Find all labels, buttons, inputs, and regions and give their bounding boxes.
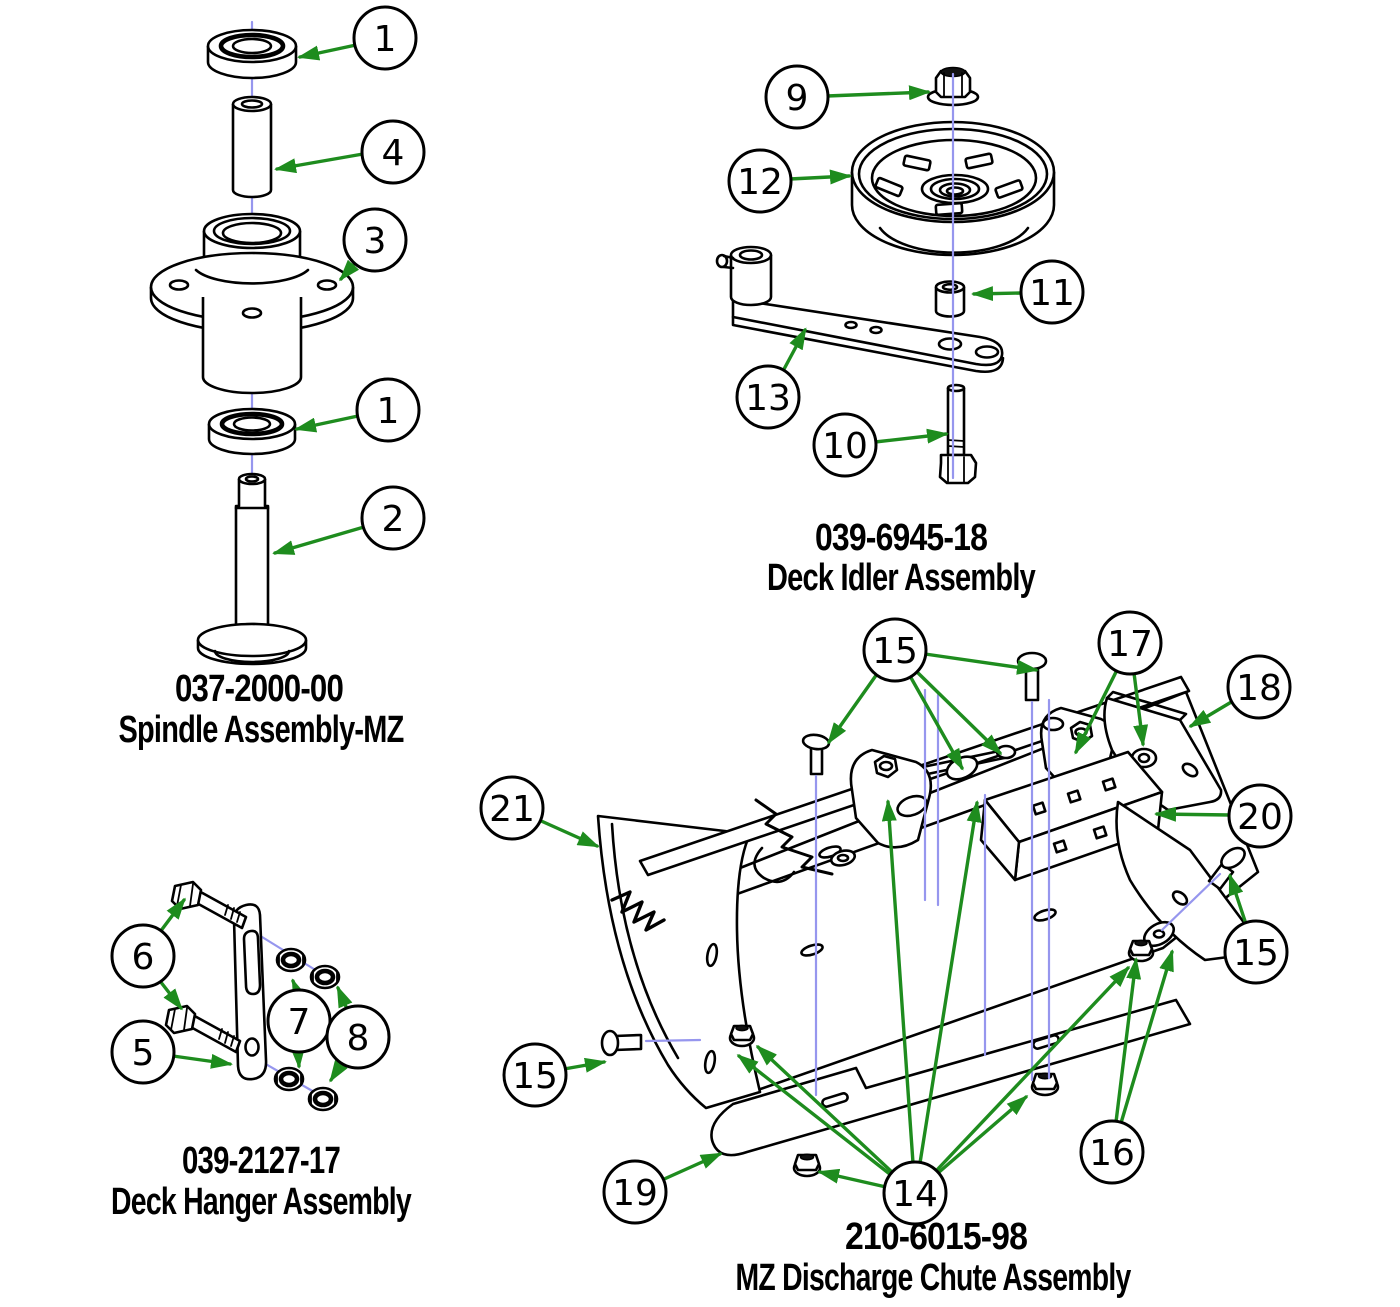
svg-text:15: 15 bbox=[1233, 933, 1279, 974]
callout-12: 12 bbox=[727, 148, 793, 214]
callout-14: 14 bbox=[882, 1160, 948, 1226]
idler-part-number: 039-6945-18 bbox=[815, 517, 987, 559]
deck-hanger-figure: 6 5 7 8 039-2127-17 Deck Hanger Assembly bbox=[110, 880, 413, 1223]
svg-text:15: 15 bbox=[512, 1056, 558, 1097]
hanger-bolt-bottom-drawing bbox=[164, 1004, 242, 1054]
hanger-arrows bbox=[158, 897, 353, 1083]
spindle-part-number: 037-2000-00 bbox=[175, 668, 343, 710]
spring-coil bbox=[610, 890, 666, 932]
callout-3: 3 bbox=[342, 207, 408, 273]
callout-2: 2 bbox=[360, 485, 426, 551]
svg-text:16: 16 bbox=[1089, 1133, 1135, 1174]
svg-text:2: 2 bbox=[382, 499, 405, 540]
svg-text:11: 11 bbox=[1029, 273, 1075, 314]
carriage-bolt-top bbox=[1016, 651, 1048, 702]
washer-16 bbox=[1142, 920, 1176, 948]
callout-15-right: 15 bbox=[1223, 919, 1289, 985]
spindle-assembly-figure: 1 4 3 1 2 037-2000-00 Spindle Assembly-M… bbox=[119, 5, 426, 751]
idler-part-name: Deck Idler Assembly bbox=[767, 557, 1036, 599]
callout-19: 19 bbox=[602, 1159, 668, 1225]
chute-part-number: 210-6015-98 bbox=[845, 1216, 1027, 1258]
svg-text:1: 1 bbox=[374, 19, 397, 60]
chute-part-name: MZ Discharge Chute Assembly bbox=[736, 1257, 1132, 1299]
callout-16: 16 bbox=[1079, 1119, 1145, 1185]
hanger-part-number: 039-2127-17 bbox=[182, 1140, 340, 1182]
svg-text:5: 5 bbox=[132, 1033, 155, 1074]
svg-text:14: 14 bbox=[892, 1174, 938, 1215]
callout-15-left: 15 bbox=[502, 1042, 568, 1108]
svg-text:12: 12 bbox=[737, 162, 783, 203]
callout-1-bottom: 1 bbox=[355, 377, 421, 443]
latch-spring bbox=[754, 798, 834, 876]
svg-text:9: 9 bbox=[786, 78, 809, 119]
callout-10: 10 bbox=[812, 412, 878, 478]
svg-text:3: 3 bbox=[364, 221, 387, 262]
svg-text:10: 10 bbox=[822, 426, 868, 467]
callout-18: 18 bbox=[1226, 654, 1292, 720]
svg-text:1: 1 bbox=[377, 391, 400, 432]
callout-21: 21 bbox=[479, 775, 545, 841]
hanger-strap-drawing bbox=[232, 903, 268, 1081]
carriage-bolt-right bbox=[1207, 846, 1246, 891]
svg-text:17: 17 bbox=[1107, 624, 1153, 665]
svg-text:15: 15 bbox=[872, 631, 918, 672]
idler-arm-drawing bbox=[715, 245, 1005, 373]
callout-11: 11 bbox=[1019, 259, 1085, 325]
flange-nuts bbox=[728, 939, 1155, 1178]
hanger-part-name: Deck Hanger Assembly bbox=[111, 1181, 412, 1223]
callout-7: 7 bbox=[266, 988, 332, 1054]
hanger-nuts-drawing bbox=[273, 947, 341, 1112]
spacer-tube-drawing bbox=[231, 95, 273, 199]
svg-text:13: 13 bbox=[745, 378, 791, 419]
spindle-shaft-drawing bbox=[196, 472, 308, 666]
chute-arrows bbox=[537, 652, 1248, 1189]
svg-text:4: 4 bbox=[382, 133, 405, 174]
callout-1-top: 1 bbox=[352, 5, 418, 71]
idler-arrows bbox=[781, 85, 1024, 444]
callout-8: 8 bbox=[325, 1004, 391, 1070]
svg-text:20: 20 bbox=[1237, 797, 1283, 838]
callout-6: 6 bbox=[110, 923, 176, 989]
carriage-bolt-left bbox=[600, 1029, 643, 1057]
bearing-top-drawing bbox=[206, 28, 298, 80]
hanger-bolt-top-drawing bbox=[170, 880, 248, 930]
callout-15-top: 15 bbox=[862, 617, 928, 683]
carriage-bolt-mid bbox=[801, 733, 831, 776]
callout-17: 17 bbox=[1097, 610, 1163, 676]
callout-13: 13 bbox=[735, 364, 801, 430]
callout-9: 9 bbox=[764, 64, 830, 130]
svg-text:6: 6 bbox=[132, 937, 155, 978]
svg-text:19: 19 bbox=[612, 1173, 658, 1214]
callout-20: 20 bbox=[1227, 783, 1293, 849]
spindle-housing-drawing bbox=[149, 212, 355, 395]
svg-text:8: 8 bbox=[347, 1018, 370, 1059]
callout-5: 5 bbox=[110, 1019, 176, 1085]
spindle-arrows bbox=[272, 43, 366, 555]
idler-bushing-drawing bbox=[934, 280, 966, 318]
chute-left-wall bbox=[596, 814, 762, 1110]
latch-stud-left bbox=[873, 754, 899, 779]
deck-idler-figure: 9 12 11 13 10 039-6945-18 Deck Idler Ass… bbox=[715, 64, 1085, 599]
callout-4: 4 bbox=[360, 119, 426, 185]
svg-text:18: 18 bbox=[1236, 668, 1282, 709]
spindle-part-name: Spindle Assembly-MZ bbox=[119, 709, 405, 751]
bearing-bottom-drawing bbox=[207, 407, 297, 456]
svg-text:21: 21 bbox=[489, 789, 535, 830]
chute-centerlines bbox=[644, 688, 1222, 1097]
svg-text:7: 7 bbox=[288, 1002, 311, 1043]
discharge-chute-figure: 15 17 18 21 20 15 15 16 19 14 210-6015-9… bbox=[479, 610, 1293, 1299]
